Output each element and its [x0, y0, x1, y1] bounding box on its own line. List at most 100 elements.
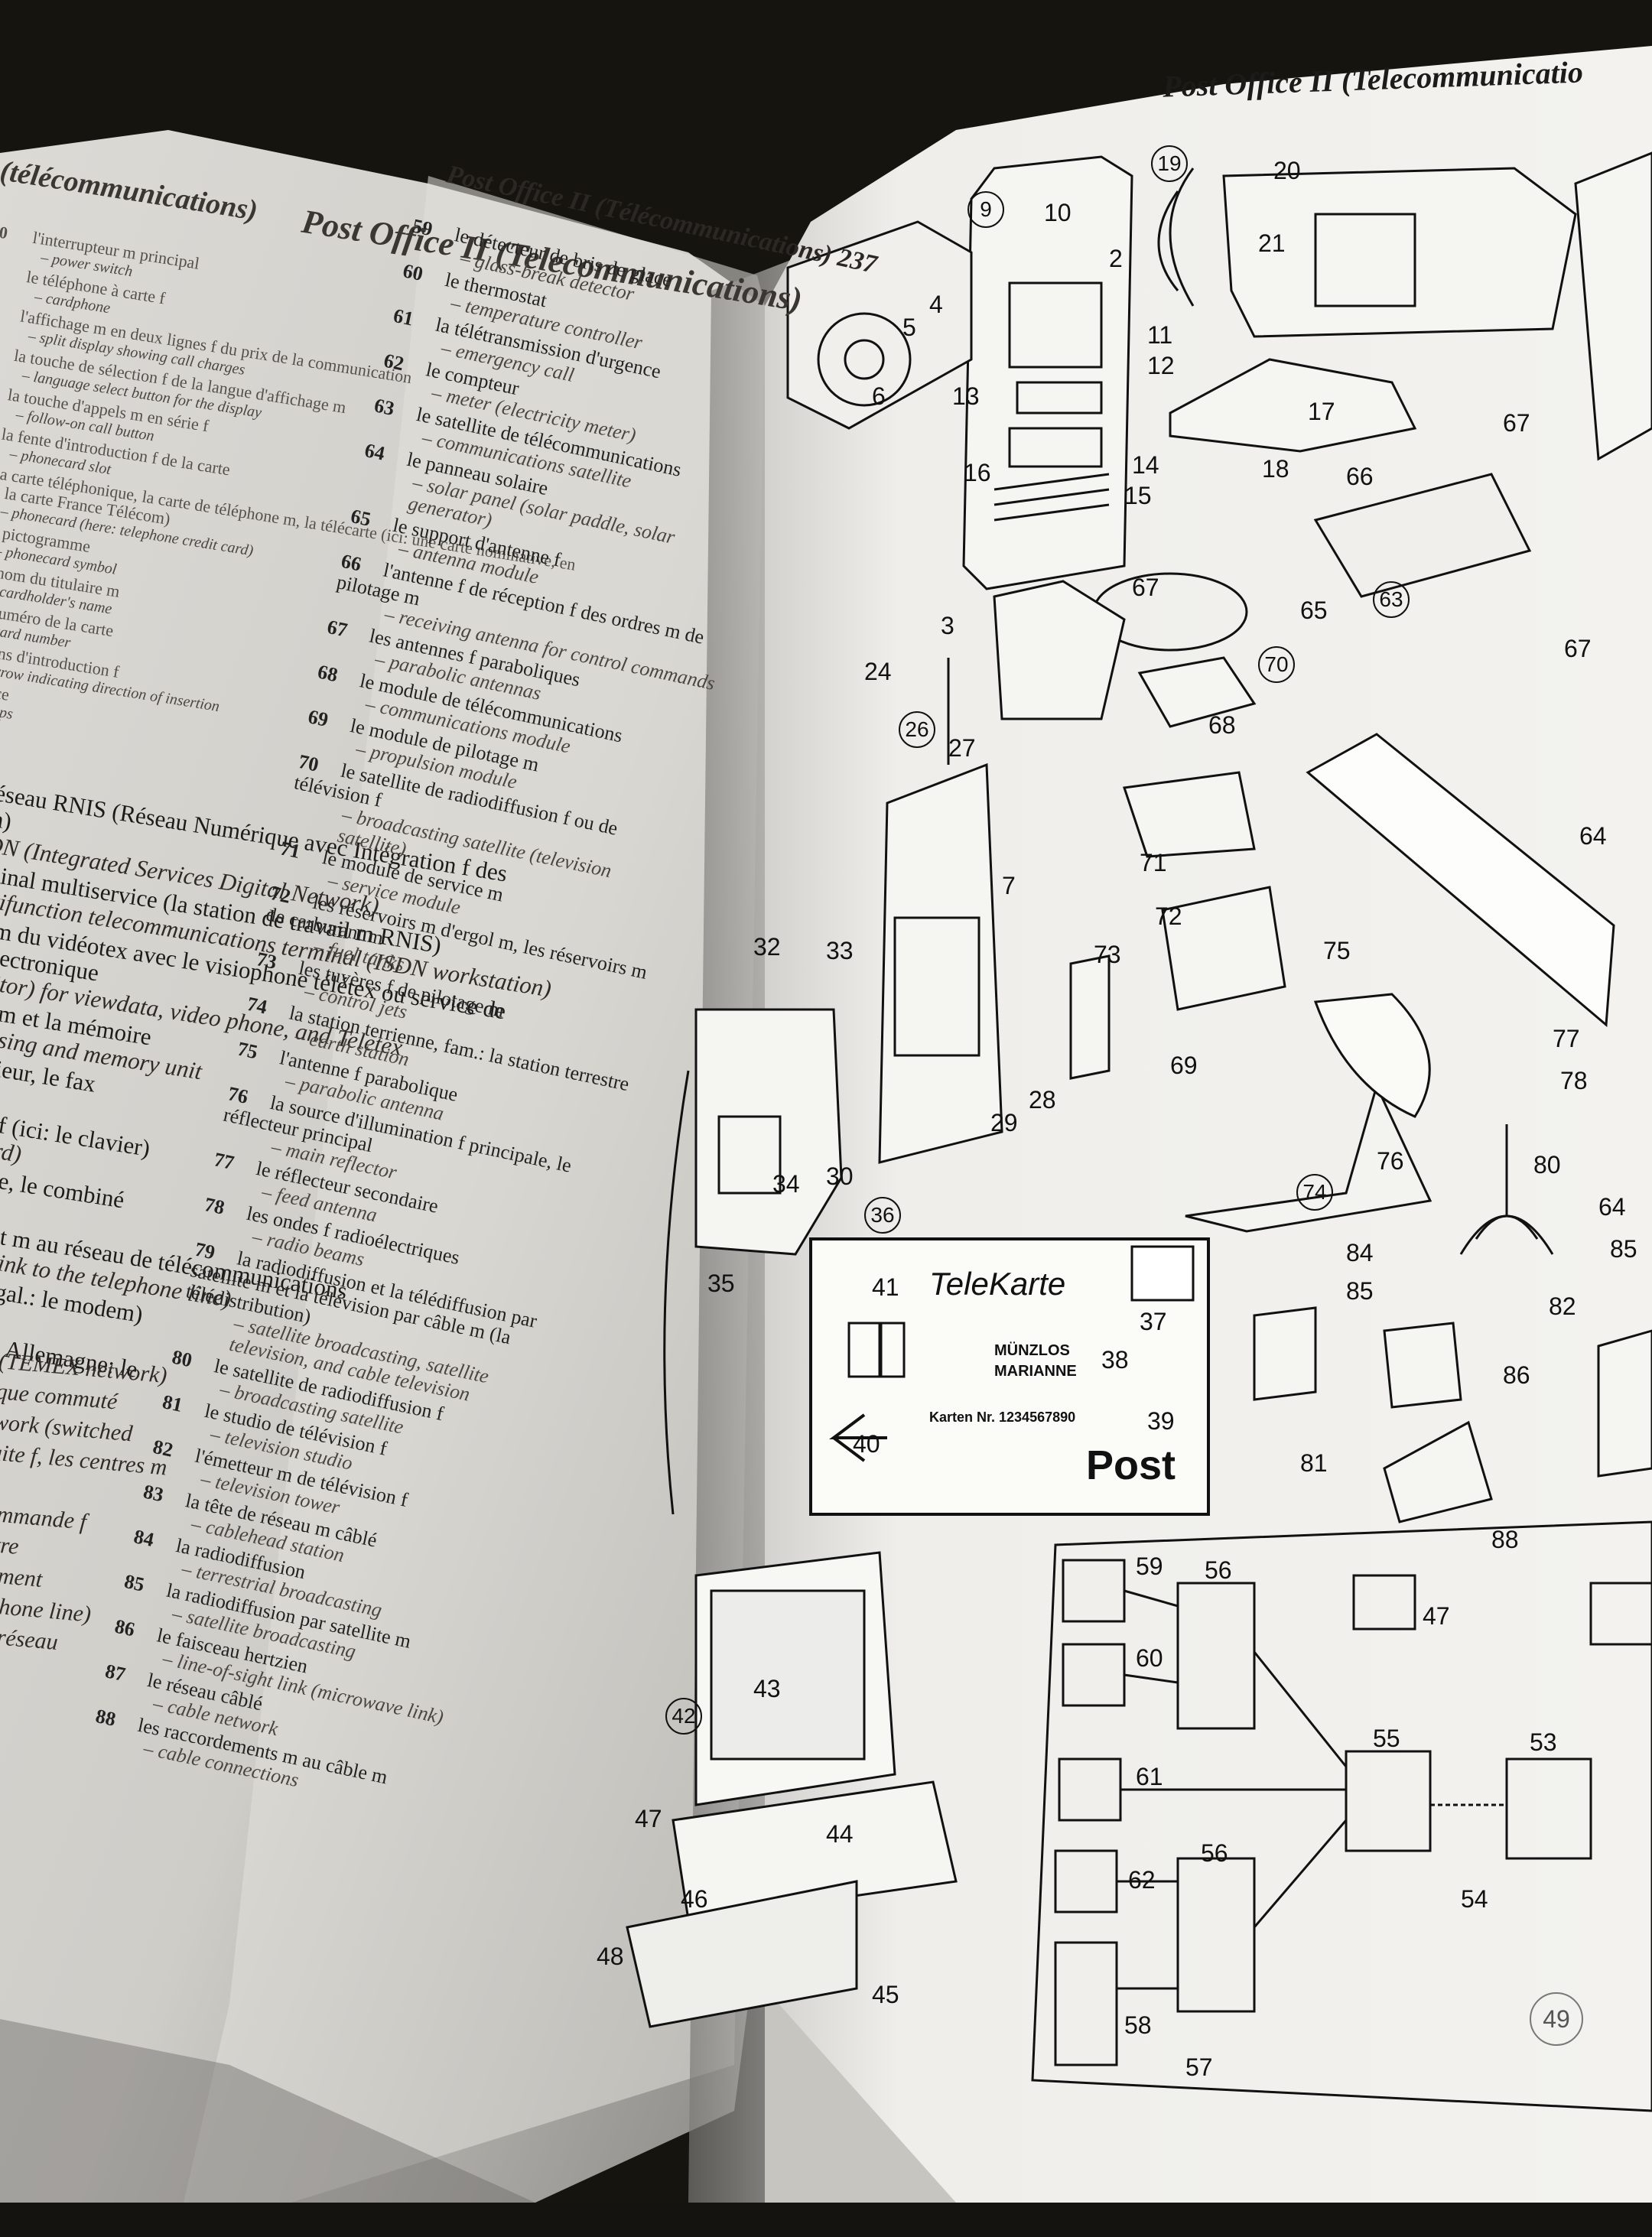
- callout-number: 72: [1155, 902, 1182, 930]
- callout-number: 47: [635, 1805, 662, 1832]
- figure-number-circled: 74: [1296, 1174, 1333, 1211]
- callout-number: 39: [1147, 1407, 1175, 1435]
- callout-number: 46: [681, 1885, 708, 1913]
- callout-number: 81: [1300, 1449, 1328, 1477]
- callout-number: 24: [864, 658, 892, 685]
- callout-number: 76: [1377, 1147, 1404, 1175]
- illustration-mobile-phone: [878, 658, 1003, 1164]
- callout-number: 34: [772, 1170, 800, 1198]
- callout-number: 73: [1094, 941, 1121, 968]
- callout-number: 43: [753, 1675, 781, 1702]
- callout-number: 71: [1140, 849, 1167, 876]
- illustration-solar-panel-small: [993, 580, 1126, 720]
- callout-number: 2: [1109, 245, 1123, 272]
- callout-number: 18: [1262, 455, 1289, 483]
- illustration-mobile-handset: [962, 155, 1133, 590]
- callout-number: 65: [1300, 597, 1328, 624]
- illustration-isdn-workstation: [626, 1551, 958, 2028]
- phonecard-holder-line2: MARIANNE: [994, 1363, 1077, 1380]
- callout-number: 15: [1124, 482, 1152, 509]
- callout-number: 64: [1598, 1193, 1626, 1221]
- figure-number-circled: 63: [1373, 581, 1410, 618]
- figure-number-circled: 19: [1151, 145, 1188, 182]
- callout-number: 48: [597, 1943, 624, 1970]
- entry-number: 31: [0, 260, 3, 282]
- callout-number: 85: [1610, 1235, 1637, 1263]
- callout-number: 40: [853, 1430, 880, 1458]
- phonecard-chip-2: [880, 1322, 906, 1378]
- illustration-flat-telephone: [1169, 358, 1417, 453]
- figure-number-circled: 26: [899, 711, 935, 748]
- callout-number: 35: [707, 1270, 735, 1297]
- callout-number: 28: [1029, 1086, 1056, 1114]
- phonecard-logo-text: Post: [1086, 1442, 1176, 1488]
- illustration-cardphone: [663, 1008, 843, 1515]
- callout-number: 57: [1185, 2053, 1213, 2081]
- callout-number: 75: [1323, 937, 1351, 964]
- callout-number: 59: [1136, 1553, 1163, 1580]
- callout-number: 53: [1530, 1728, 1557, 1756]
- callout-number: 86: [1503, 1361, 1530, 1389]
- callout-number: 30: [826, 1162, 854, 1190]
- illustration-solar-panel: [1306, 733, 1615, 1028]
- callout-number: 37: [1140, 1308, 1167, 1335]
- callout-number: 67: [1503, 409, 1530, 437]
- callout-number: 55: [1373, 1725, 1400, 1752]
- callout-number: 82: [1549, 1292, 1576, 1320]
- callout-number: 80: [1533, 1151, 1561, 1179]
- callout-number: 61: [1136, 1763, 1163, 1790]
- callout-number: 84: [1346, 1239, 1374, 1266]
- illustration-broadcasting-network: [1253, 1124, 1652, 1523]
- figure-number-circled: 70: [1258, 646, 1295, 683]
- figure-number-circled: 36: [864, 1197, 901, 1234]
- callout-number: 54: [1461, 1885, 1488, 1913]
- callout-number: 45: [872, 1981, 899, 2008]
- callout-number: 13: [952, 382, 980, 410]
- phonecard-chip-1: [847, 1322, 881, 1378]
- phonecard-holder-line1: MÜNZLOS: [994, 1342, 1070, 1359]
- callout-number: 78: [1560, 1067, 1588, 1094]
- illustration-rotary-telephone: [786, 220, 973, 430]
- right-page-lower-shadow: [765, 1988, 956, 2203]
- callout-number: 69: [1170, 1052, 1198, 1079]
- callout-number: 10: [1044, 199, 1072, 226]
- callout-number: 62: [1128, 1866, 1156, 1894]
- figure-number-circled: 9: [967, 191, 1004, 228]
- callout-number: 4: [929, 291, 943, 318]
- callout-number: 41: [872, 1273, 899, 1301]
- callout-number: 29: [990, 1109, 1018, 1136]
- phonecard-brand: TeleKarte: [929, 1266, 1066, 1302]
- callout-number: 77: [1553, 1025, 1580, 1052]
- callout-number: 7: [1002, 872, 1016, 899]
- callout-number: 68: [1208, 711, 1236, 739]
- callout-number: 14: [1132, 451, 1159, 479]
- callout-number: 56: [1205, 1556, 1232, 1584]
- left-page-middle-column: [184, 176, 765, 2203]
- illustration-desk-telephone: [1157, 167, 1577, 338]
- callout-number: 20: [1273, 157, 1301, 184]
- figure-number-circled: 42: [665, 1698, 702, 1735]
- callout-number: 66: [1346, 463, 1374, 490]
- callout-number: 3: [941, 612, 954, 639]
- callout-number: 64: [1579, 822, 1607, 850]
- callout-number: 17: [1308, 398, 1335, 425]
- page-shadow: [0, 2019, 535, 2203]
- callout-number: 44: [826, 1820, 854, 1848]
- callout-number: 27: [948, 734, 976, 762]
- callout-number: 85: [1346, 1277, 1374, 1305]
- callout-number: 60: [1136, 1644, 1163, 1672]
- illustration-communications-satellite: [1092, 151, 1652, 652]
- callout-number: 5: [902, 314, 916, 341]
- callout-number: 67: [1564, 635, 1592, 662]
- insertion-arrow: [829, 1413, 887, 1462]
- callout-number: 32: [753, 933, 781, 961]
- callout-number: 88: [1491, 1526, 1519, 1553]
- callout-number: 16: [964, 459, 991, 486]
- callout-number: 33: [826, 937, 854, 964]
- illustration-satellite-modules: [1069, 656, 1286, 1080]
- isdn-circuit-diagram: [1031, 1520, 1652, 2112]
- callout-number: 47: [1423, 1602, 1450, 1630]
- callout-number: 56: [1201, 1839, 1228, 1867]
- phonecard-symbol: [1130, 1245, 1195, 1302]
- page-number: 49: [1530, 1992, 1583, 2046]
